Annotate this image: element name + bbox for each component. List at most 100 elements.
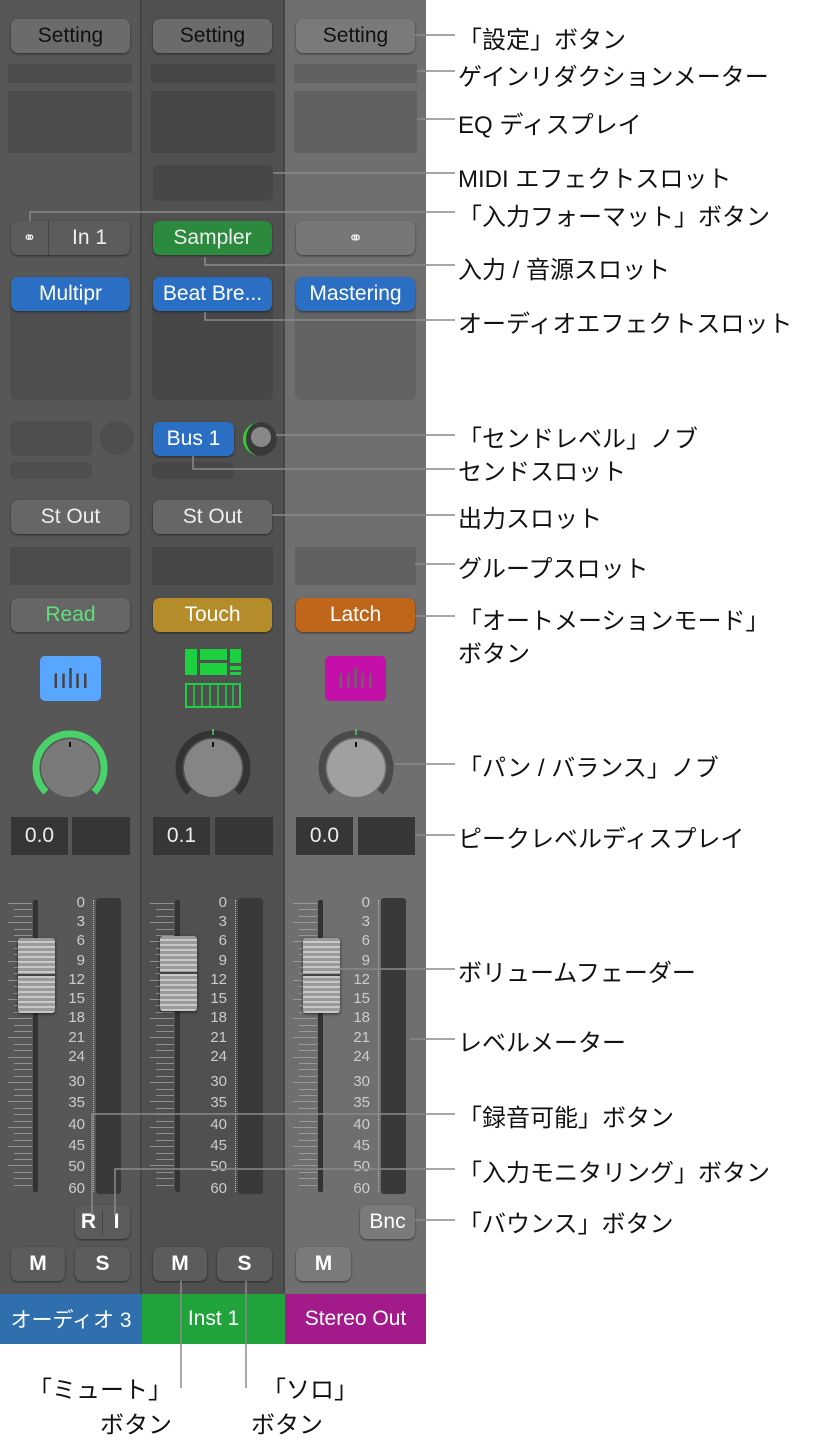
setting-button[interactable]: Setting: [296, 19, 415, 53]
volume-fader[interactable]: [303, 938, 340, 1013]
audio-waveform-icon[interactable]: ıılıı: [325, 656, 386, 701]
gain-reduction-meter: [294, 64, 417, 83]
send-slot[interactable]: Bus 1: [153, 422, 234, 456]
fader-tick: [150, 1056, 174, 1058]
fader-tick: [8, 1101, 32, 1103]
scale-label: 30: [210, 1073, 227, 1090]
fader-tick: [150, 1037, 174, 1039]
fader-tick: [8, 1127, 32, 1128]
pan-knob[interactable]: [316, 728, 396, 808]
audio-effect-slots[interactable]: [10, 300, 131, 400]
instrument-slot[interactable]: Sampler: [153, 221, 272, 255]
track-name[interactable]: Stereo Out: [285, 1294, 426, 1344]
pan-knob[interactable]: [30, 728, 110, 808]
scale-label: 9: [361, 952, 370, 969]
scale-label: 24: [68, 1048, 85, 1065]
record-enable-button[interactable]: R: [75, 1210, 103, 1234]
callout-send-slot: センドスロット: [458, 459, 626, 486]
setting-button[interactable]: Setting: [153, 19, 272, 53]
fader-tick: [150, 903, 174, 904]
send-slot[interactable]: [10, 421, 92, 456]
fader-tick: [156, 1088, 174, 1090]
fader-tick: [14, 1178, 32, 1180]
instrument-keyboard-icon[interactable]: [185, 649, 241, 709]
output-slot[interactable]: St Out: [11, 500, 130, 534]
audio-effect-slot[interactable]: Beat Bre...: [153, 277, 272, 311]
fader-tick: [156, 1075, 174, 1077]
fader-tick: [14, 1069, 32, 1071]
fader-track: [33, 900, 38, 1192]
fader-tick: [156, 1171, 174, 1173]
fader-tick: [156, 1043, 174, 1045]
midi-effect-slot[interactable]: [153, 165, 273, 201]
automation-mode-button[interactable]: Read: [11, 598, 130, 632]
eq-display[interactable]: [294, 91, 417, 153]
fader-tick: [156, 1069, 174, 1071]
fader-tick: [8, 1146, 32, 1148]
mute-button[interactable]: M: [153, 1247, 207, 1281]
stereo-rings-icon: ⚭: [347, 227, 364, 248]
fader-tick: [299, 1050, 317, 1052]
fader-tick: [150, 922, 174, 924]
input-monitoring-button[interactable]: I: [113, 1210, 120, 1233]
scale-label: 6: [361, 932, 370, 949]
callout-eq: EQ ディスプレイ: [458, 112, 642, 139]
peak-level-display[interactable]: 0.0: [11, 817, 68, 855]
scale-label: 15: [210, 990, 227, 1007]
bounce-button[interactable]: Bnc: [360, 1205, 415, 1239]
eq-display[interactable]: [8, 91, 132, 153]
fader-tick: [156, 1011, 174, 1013]
automation-mode-button[interactable]: Touch: [153, 598, 272, 632]
scale-label: 45: [68, 1137, 85, 1154]
send-level-knob[interactable]: [243, 422, 277, 456]
input-label: In 1: [71, 226, 108, 249]
scale-label: 12: [353, 971, 370, 988]
callout-solo-2: ボタン: [251, 1412, 323, 1439]
send-slot[interactable]: [152, 462, 234, 479]
fader-tick: [156, 1184, 174, 1186]
automation-mode-button[interactable]: Latch: [296, 598, 415, 632]
peak-level-display[interactable]: 0.0: [296, 817, 353, 855]
input-format-button[interactable]: ⚭: [11, 221, 49, 255]
callout-input-format: 「入力フォーマット」ボタン: [458, 204, 770, 231]
mute-button[interactable]: M: [296, 1247, 351, 1281]
setting-button[interactable]: Setting: [11, 19, 130, 53]
callout-send-knob: 「センドレベル」ノブ: [458, 426, 698, 453]
track-name[interactable]: オーディオ 3: [0, 1294, 142, 1344]
audio-effect-slots[interactable]: [152, 300, 273, 400]
track-name[interactable]: Inst 1: [142, 1294, 285, 1344]
group-slot[interactable]: [10, 547, 131, 585]
audio-effect-slot[interactable]: Mastering: [296, 277, 415, 311]
audio-waveform-icon[interactable]: ıılıı: [40, 656, 101, 701]
audio-effect-slots[interactable]: [295, 300, 416, 400]
solo-button[interactable]: S: [217, 1247, 272, 1281]
fader-tick: [293, 1127, 317, 1128]
fader-tick: [14, 1114, 32, 1116]
input-slot[interactable]: ⚭ In 1: [11, 221, 130, 255]
solo-button[interactable]: S: [75, 1247, 130, 1281]
fader-tick: [156, 935, 174, 936]
fader-tick: [156, 1024, 174, 1026]
fader-tick: [14, 1120, 32, 1122]
callout-setting: 「設定」ボタン: [458, 27, 626, 54]
group-slot[interactable]: [152, 547, 273, 585]
pan-knob[interactable]: [173, 728, 253, 808]
fader-tick: [156, 1031, 174, 1032]
audio-effect-slot[interactable]: Multipr: [11, 277, 130, 311]
scale-label: 15: [68, 990, 85, 1007]
volume-fader[interactable]: [18, 938, 55, 1013]
fader-tick: [299, 935, 317, 936]
peak-level-display[interactable]: 0.1: [153, 817, 210, 855]
fader-tick: [8, 1037, 32, 1039]
eq-display[interactable]: [151, 91, 275, 153]
send-level-knob[interactable]: [100, 421, 134, 455]
send-slot[interactable]: [10, 462, 92, 479]
fader-tick: [14, 1031, 32, 1032]
output-slot[interactable]: St Out: [153, 500, 272, 534]
input-format-button[interactable]: ⚭: [296, 221, 415, 255]
volume-fader[interactable]: [160, 936, 197, 1011]
group-slot[interactable]: [295, 547, 416, 585]
mute-button[interactable]: M: [11, 1247, 65, 1281]
fader-tick: [14, 1171, 32, 1173]
scale-label: 21: [210, 1029, 227, 1046]
